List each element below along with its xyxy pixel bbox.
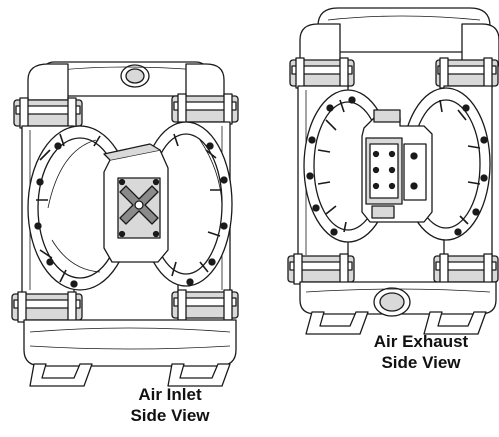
bottom-flange-right <box>171 289 239 321</box>
top-flange-right <box>171 93 239 125</box>
bottom-flange-right-r <box>433 253 499 285</box>
pump-air-inlet-side-view <box>11 61 239 387</box>
bottom-manifold-left <box>23 319 237 367</box>
caption-air-inlet: Air Inlet Side View <box>95 384 245 426</box>
bottom-manifold-right <box>299 281 497 317</box>
caption-air-inlet-line1: Air Inlet <box>138 385 202 404</box>
top-flange-left-r <box>289 57 355 89</box>
feet-right <box>305 311 487 335</box>
top-manifold-right <box>299 7 499 67</box>
bottom-flange-left-r <box>287 253 355 285</box>
air-valve-body-l <box>103 143 169 263</box>
top-flange-right-r <box>435 57 499 89</box>
bottom-flange-left <box>11 291 83 323</box>
caption-air-exhaust: Air Exhaust Side View <box>346 331 496 373</box>
feet-left <box>29 363 231 387</box>
top-manifold-left <box>34 61 211 97</box>
top-flange-left <box>13 97 83 129</box>
caption-air-exhaust-line1: Air Exhaust <box>373 332 469 351</box>
caption-air-inlet-line2: Side View <box>130 406 210 425</box>
caption-air-exhaust-line2: Side View <box>381 353 461 372</box>
pump-air-exhaust-side-view <box>287 7 499 335</box>
air-valve-exhaust-body <box>361 109 433 223</box>
